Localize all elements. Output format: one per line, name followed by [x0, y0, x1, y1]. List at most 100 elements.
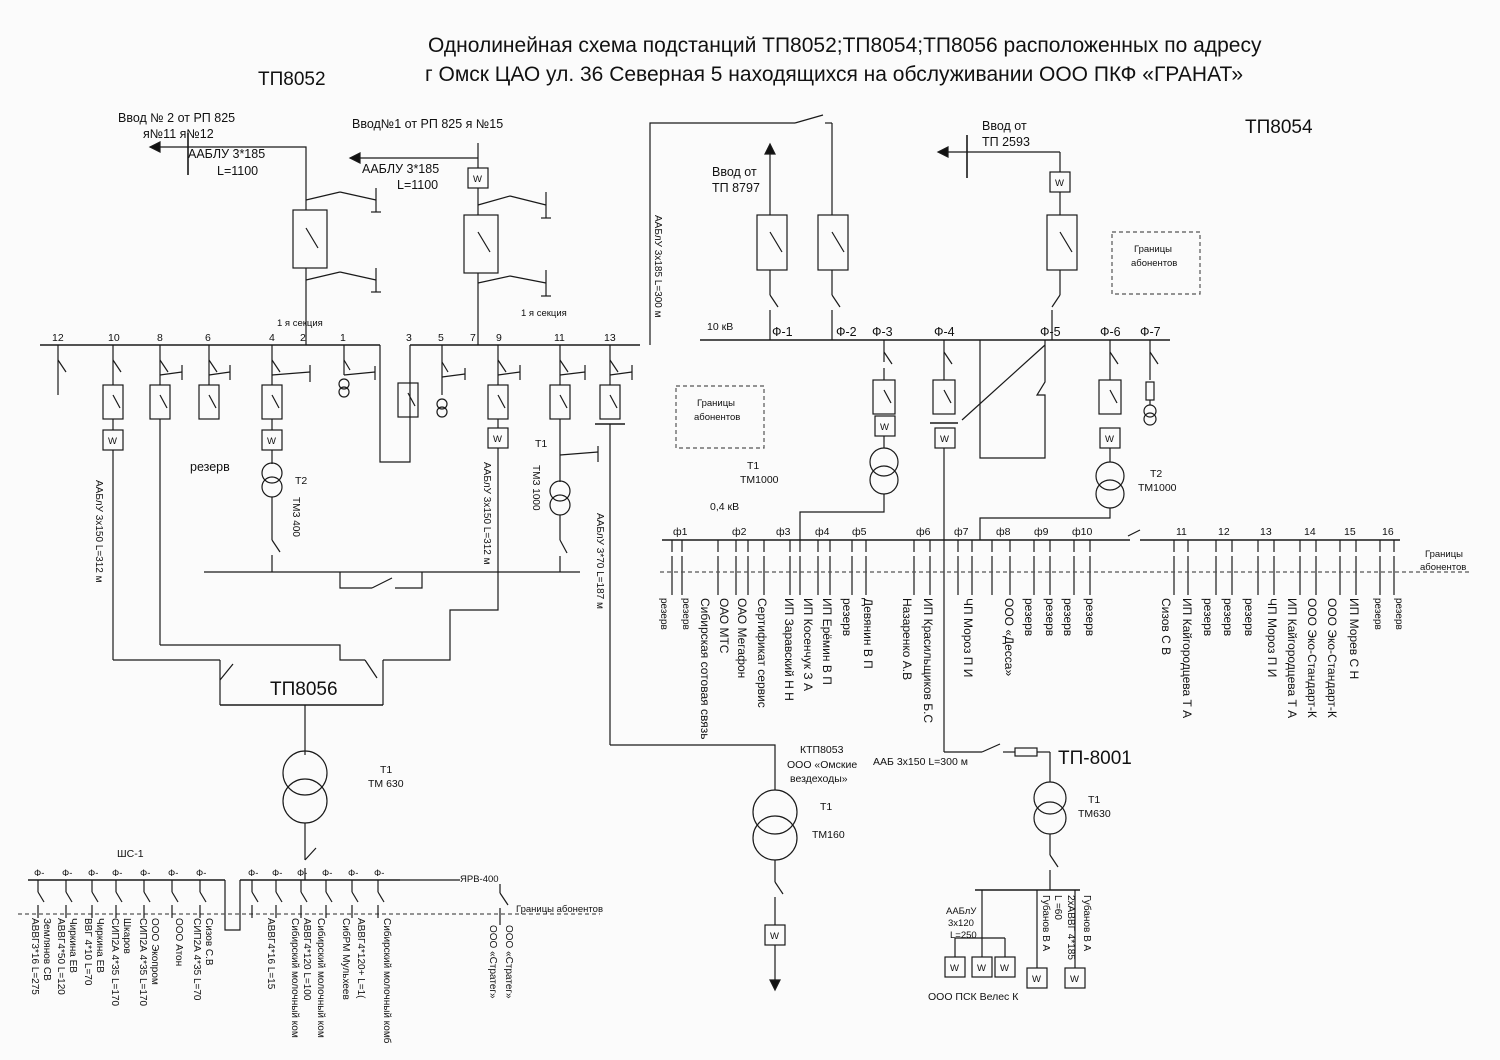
feeder-label: Ф- — [88, 868, 98, 879]
feeder-label: Ф- — [272, 868, 282, 879]
cell-number: 3 — [406, 332, 412, 344]
consumer-label: ООО Эко-Стандарт-К — [1325, 598, 1339, 718]
tp8054-t2-winding-hv — [1095, 461, 1125, 491]
cell-number: 13 — [604, 332, 616, 344]
consumer-label: ООО «Стратег» — [503, 925, 514, 999]
meter-label: W — [1000, 963, 1009, 974]
consumer-label: резерв — [658, 598, 669, 630]
feeder-wire — [325, 891, 333, 903]
tp8001-r1-cable: 2хАВВГ 4*185 — [1065, 895, 1076, 960]
consumer-cable: АВВГ4*120+ L=1( — [355, 918, 366, 999]
cell-number: 10 — [108, 332, 120, 344]
lv-feeder-label: ф6 — [916, 526, 931, 538]
tp8052-t1-winding-lv — [549, 494, 571, 516]
tp8056-yarv: ЯРВ-400 — [460, 874, 499, 885]
tp8054-input-a-breaker — [756, 214, 788, 271]
feeder-label: Ф- — [34, 868, 44, 879]
feeder-label: Ф-7 — [1140, 325, 1161, 339]
consumer-label: ООО «Десса» — [1002, 598, 1016, 676]
tp8001-meter-4 — [1026, 967, 1048, 989]
tp8052-section-right: 1 я секция — [521, 308, 567, 319]
tp8054-t2-name: Т2 — [1150, 468, 1162, 480]
ktp8053-out-arrow-icon — [769, 979, 781, 992]
consumer-label: Сибирский молочный ком — [315, 918, 327, 1038]
cell-number: 11 — [554, 332, 565, 344]
tp8052-input1-breaker — [463, 214, 499, 274]
feeder-label: Ф- — [62, 868, 72, 879]
meter-label: W — [950, 963, 959, 974]
tp8054-t2-type: ТМ1000 — [1138, 482, 1177, 494]
meter-label: W — [1105, 434, 1114, 445]
meter-label: W — [940, 434, 949, 445]
consumer-cable: АВВГ4*120 L=100 — [301, 918, 312, 1001]
consumer-label: ИП Морев С Н — [1347, 598, 1361, 679]
tp8052-input2-cells: я№11 я№12 — [143, 127, 214, 141]
tp8052-cable-top: ААБлУ 3х185 L=300 м — [652, 215, 663, 318]
tp8054-feeder-labels: Ф-1 Ф-2 Ф-3 Ф-4 Ф-5 Ф-6 Ф-7 — [772, 325, 1161, 339]
tp8054-t1-winding-hv — [869, 447, 899, 477]
tp8054-input-a-arrow-icon — [764, 142, 776, 155]
tp8054-t2-winding-lv — [1095, 479, 1125, 509]
consumer-label: Сибирская сотовая связь — [698, 598, 712, 739]
consumer-cable: АВВГ4*16 L=15 — [265, 918, 276, 990]
lv-feeder-label: ф2 — [732, 526, 747, 538]
meter-label: W — [1070, 974, 1079, 985]
tp8001-t1-name: Т1 — [1088, 794, 1100, 806]
feeder-label: Ф- — [196, 868, 206, 879]
consumer-label: Землянов СВ — [41, 918, 52, 981]
meter-label: W — [977, 963, 986, 974]
tp8056-t1-name: Т1 — [380, 764, 392, 776]
tp8001-cable-out-2: 3х120 — [948, 918, 974, 929]
tp8001-cable-in: ААБ 3х150 L=300 м — [873, 756, 968, 768]
ktp8053-t1-winding-hv — [752, 789, 798, 835]
feeder-label: Ф- — [322, 868, 332, 879]
consumer-label: СибРМ Мульхеев — [340, 918, 352, 1000]
consumer-label: Сибирский молочный комб — [381, 918, 393, 1044]
tp8052-input2-arrow-icon — [148, 141, 161, 153]
tp8052-t2-type: ТМЗ 400 — [290, 497, 301, 537]
tp8054-bounds-box-top — [1111, 231, 1201, 295]
tp8001-meter-3 — [994, 956, 1016, 978]
consumer-label: резерв — [840, 598, 854, 636]
feeder-label: Ф-6 — [1100, 325, 1121, 339]
cell-number: 9 — [496, 332, 502, 344]
consumer-label: Чиркина ЕВ — [67, 918, 78, 973]
consumer-cable: СИП2А 4*35 L=170 — [137, 918, 148, 1006]
cell-number: 5 — [438, 332, 444, 344]
tp8052-cable-mid: ААБлУ 3х150 L=312 м — [481, 462, 492, 565]
ktp8053-t1-winding-lv — [752, 815, 798, 861]
lv-feeder-label: 16 — [1382, 526, 1394, 538]
tp8052-cell11-breaker — [549, 384, 571, 420]
lv-feeder-label: ф5 — [852, 526, 867, 538]
tp8054-t1-winding-lv — [869, 465, 899, 495]
meter-label: W — [108, 436, 117, 447]
consumer-label: ИП Красильщиков Б.С — [921, 598, 935, 723]
consumer-label: резерв — [1043, 598, 1057, 636]
ktp8053-t1-type: ТМ160 — [812, 829, 845, 841]
lv-feeder-label: ф9 — [1034, 526, 1049, 538]
tp8001-label: ТП-8001 — [1058, 748, 1132, 769]
tp8054-f4-meter — [934, 427, 956, 449]
tp8001-t1-type: ТМ630 — [1078, 808, 1111, 820]
tp8054-input-b-breaker — [1046, 214, 1078, 271]
consumer-label: Шкаров — [121, 918, 132, 954]
consumer-label: резерв — [1083, 598, 1097, 636]
tp8001-t1-winding-hv — [1033, 781, 1067, 815]
feeder-label: Ф- — [112, 868, 122, 879]
tp8054-bounds-mid-1: Границы — [697, 398, 735, 409]
consumer-cable: СИП2А 4*35 L=70 — [191, 918, 202, 1001]
tp8056-bus-label: ШС-1 — [117, 848, 144, 860]
lv-feeder-label: ф1 — [673, 526, 688, 538]
tp8052-cell6-breaker — [198, 384, 220, 420]
tp8054-t1-type: ТМ1000 — [740, 474, 779, 486]
consumer-cable: АВВГ3*16 L=275 — [29, 918, 40, 995]
tp8052-reserve: резерв — [190, 460, 230, 474]
tp8052-cable-left: ААБлУ 3х150 L=312 м — [93, 480, 104, 583]
feeder-label: Ф- — [374, 868, 384, 879]
tp8052-input2-feed — [245, 146, 307, 195]
consumer-label: Девянин В П — [861, 598, 875, 669]
feeder-wire — [199, 891, 207, 903]
meter-label: W — [770, 931, 779, 942]
tp8052-cable-right: ААБлУ 3*70 L=187 м — [594, 513, 605, 609]
